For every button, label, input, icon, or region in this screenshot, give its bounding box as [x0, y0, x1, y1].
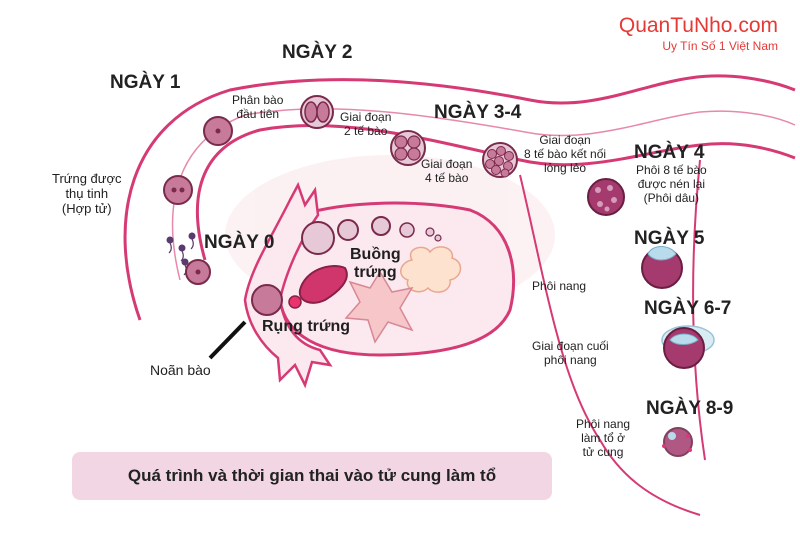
follicle-medium	[337, 219, 359, 241]
arrow-pointer-icon	[208, 320, 247, 360]
day-1-label: NGÀY 1	[110, 72, 181, 93]
day-8-9-label: NGÀY 8-9	[646, 398, 734, 419]
brand-name: QuanTuNho.com	[618, 14, 778, 37]
oocyte-label: Noãn bào	[150, 362, 211, 378]
day1-cell	[203, 116, 233, 146]
blastocyst-day5	[641, 246, 683, 289]
fallopian-tube-inner-wall	[196, 123, 796, 261]
blastocyst-day6-7	[661, 325, 715, 369]
caption-box: Quá trình và thời gian thai vào tử cung …	[72, 452, 552, 500]
ovulation-label: Rụng trứng	[262, 318, 351, 335]
follicle-small-2	[399, 222, 415, 238]
ruptured-follicle	[298, 265, 348, 304]
fallopian-tube-outer-wall	[123, 74, 796, 321]
follicle-small-1	[371, 216, 391, 236]
follicle-tiny-2	[434, 234, 442, 242]
oocyte-cell	[251, 284, 283, 316]
brand-watermark: QuanTuNho.com Uy Tín Số 1 Việt Nam	[619, 14, 778, 53]
released-egg	[288, 295, 302, 309]
brand-slogan: Uy Tín Số 1 Việt Nam	[662, 39, 778, 53]
day-0-label: NGÀY 0	[204, 232, 275, 253]
follicle-large	[301, 221, 335, 255]
day-5-label: NGÀY 5	[634, 228, 705, 249]
corpus-albicans	[344, 270, 414, 344]
fertilized-egg-cell	[185, 259, 211, 285]
four-cell-embryo	[390, 130, 426, 166]
uterine-wall-right	[519, 174, 701, 516]
zygote-cell	[163, 175, 193, 205]
two-cell-embryo	[300, 95, 334, 129]
blastocyst-implanting	[662, 427, 693, 457]
morula-cell	[587, 178, 625, 216]
corpus-luteum	[400, 246, 462, 293]
fallopian-tube-lumen	[171, 108, 796, 281]
day-3-4-label: NGÀY 3-4	[434, 102, 522, 123]
day-4-label: NGÀY 4	[634, 142, 705, 163]
day-6-7-label: NGÀY 6-7	[644, 298, 732, 319]
follicle-tiny-1	[425, 227, 435, 237]
blastocyst-label: Phôi nang	[532, 279, 587, 293]
day-2-label: NGÀY 2	[282, 42, 353, 63]
uterine-wall-inner	[692, 159, 706, 461]
caption-text: Quá trình và thời gian thai vào tử cung …	[127, 466, 497, 485]
eight-cell-embryo	[482, 142, 518, 178]
